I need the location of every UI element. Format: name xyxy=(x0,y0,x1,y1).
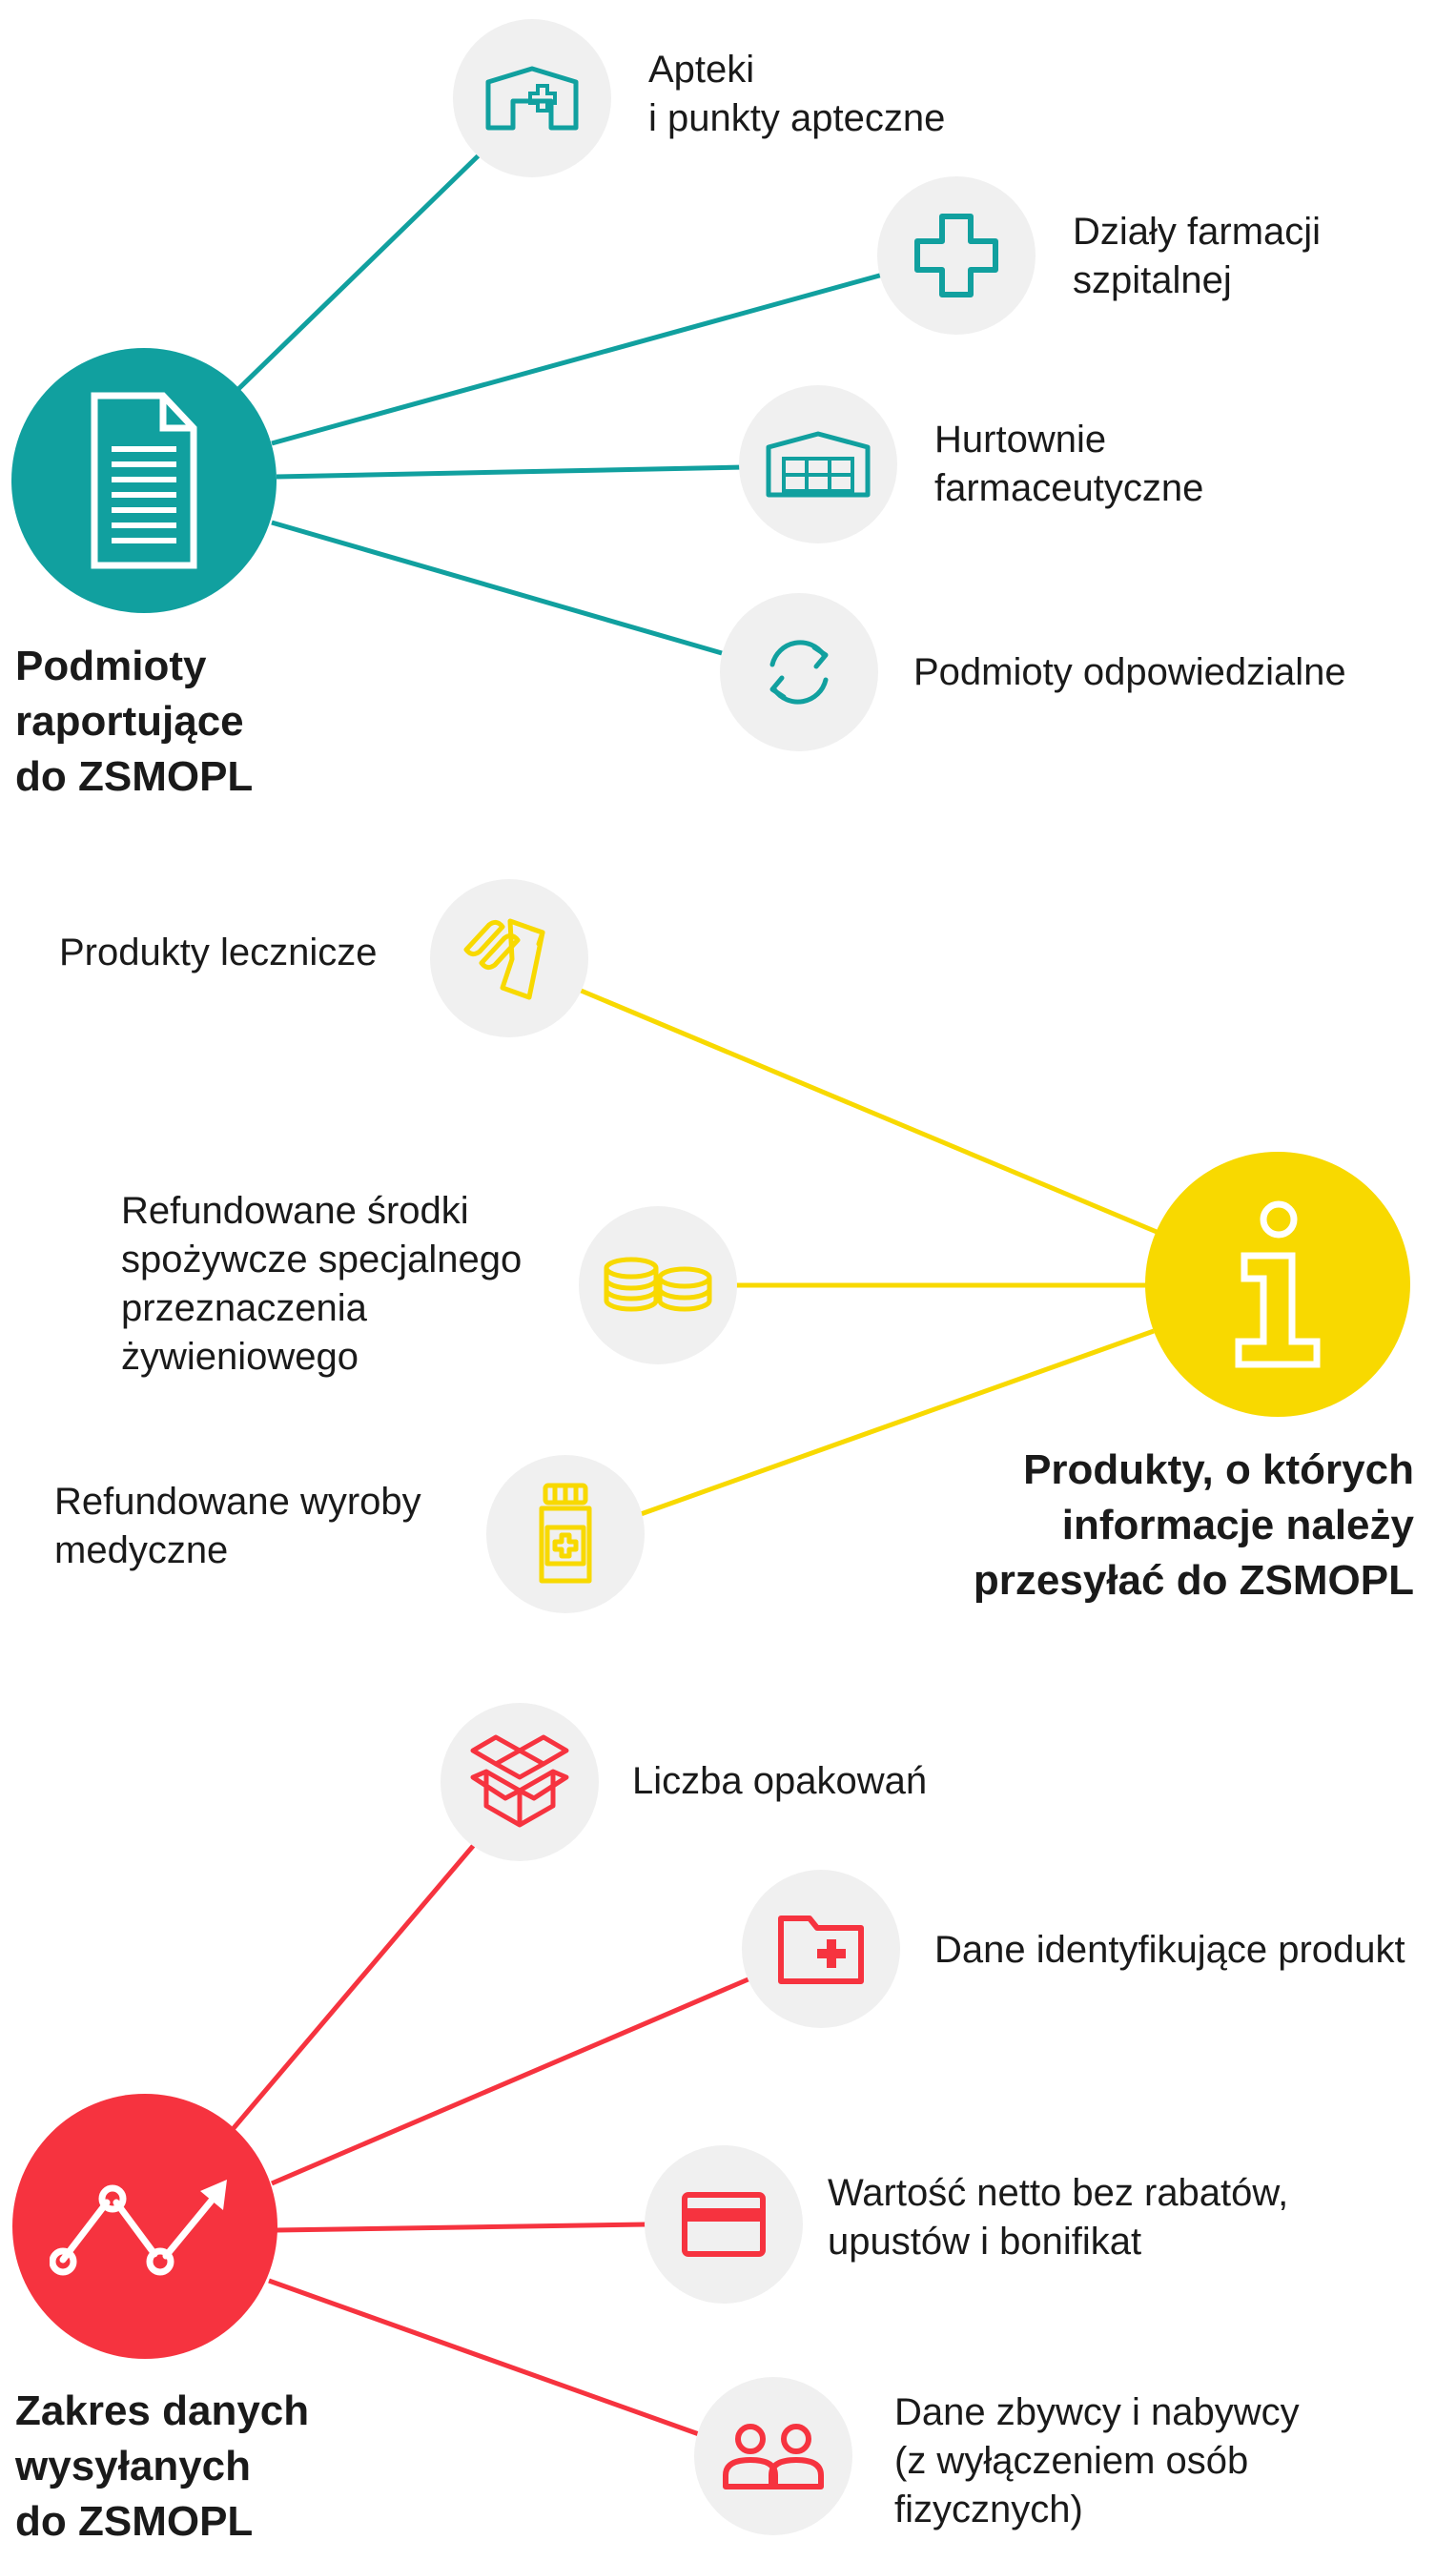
item-wyroby-medyczne xyxy=(486,1455,645,1613)
label-dane-zbywcy: Dane zbywcy i nabywcy (z wyłączeniem osó… xyxy=(894,2391,1300,2530)
connector-dane-identyfikujace xyxy=(271,1976,751,2186)
item-produkty-lecznicze xyxy=(430,879,588,1037)
connector-produkty-lecznicze xyxy=(578,987,1158,1235)
item-podmioty-odpowiedzialne xyxy=(720,593,878,751)
connector-wyroby-medyczne xyxy=(640,1328,1155,1517)
pharmacy-icon xyxy=(485,66,579,131)
refresh-arrows-icon xyxy=(769,640,829,705)
item-hurtownie xyxy=(739,385,897,543)
connector-hurtownie xyxy=(276,464,745,480)
label-dane-identyfikujace: Dane identyfikujące produkt xyxy=(934,1929,1405,1971)
item-srodki-spozywcze xyxy=(579,1206,737,1364)
medical-folder-icon xyxy=(778,1916,864,1984)
cross-icon xyxy=(914,214,998,297)
connector-wartosc-netto xyxy=(276,2222,647,2233)
section-title-products: Produkty, o których informacje należy pr… xyxy=(973,1446,1414,1604)
connector-liczba-opakowan xyxy=(232,1843,476,2130)
data-scope-hub xyxy=(12,2094,277,2359)
label-wartosc-netto: Wartość netto bez rabatów, upustów i bon… xyxy=(828,2172,1289,2263)
label-srodki-spozywcze: Refundowane środki spożywcze specjalnego… xyxy=(121,1190,523,1378)
item-apteki xyxy=(453,19,611,177)
section-title-data-scope: Zakres danych wysyłanych do ZSMOPL xyxy=(15,2387,310,2545)
label-wyroby-medyczne: Refundowane wyroby medyczne xyxy=(54,1481,421,1571)
products-hub xyxy=(1145,1152,1410,1417)
trend-chart-icon xyxy=(50,2180,227,2276)
medicine-bottle-icon xyxy=(539,1483,592,1584)
credit-card-icon xyxy=(682,2192,766,2257)
connector-dzialy xyxy=(271,272,884,446)
info-icon xyxy=(1235,1200,1321,1368)
open-box-icon xyxy=(470,1734,569,1828)
item-liczba-opakowan xyxy=(441,1703,599,1861)
item-dane-zbywcy xyxy=(694,2377,852,2535)
label-produkty-lecznicze: Produkty lecznicze xyxy=(59,932,378,973)
connector-dane-zbywcy xyxy=(268,2278,700,2437)
item-dzialy-farmacji xyxy=(877,176,1036,335)
label-hurtownie: Hurtownie farmaceutyczne xyxy=(934,419,1204,509)
document-icon xyxy=(91,392,197,569)
pills-box-icon xyxy=(463,918,545,1000)
label-apteki: Apteki i punkty apteczne xyxy=(648,49,946,139)
label-podmioty-odpowiedzialne: Podmioty odpowiedzialne xyxy=(913,651,1346,693)
users-icon xyxy=(723,2424,824,2489)
coins-icon xyxy=(604,1257,712,1312)
label-dzialy-farmacji: Działy farmacji szpitalnej xyxy=(1073,211,1322,301)
warehouse-icon xyxy=(766,431,871,498)
connector-podmioty xyxy=(271,520,723,656)
item-wartosc-netto xyxy=(645,2145,803,2304)
label-liczba-opakowan: Liczba opakowań xyxy=(632,1760,928,1802)
item-dane-identyfikujace xyxy=(742,1870,900,2028)
reporting-entities-hub xyxy=(11,348,277,613)
section-title-reporting-entities: Podmioty raportujące do ZSMOPL xyxy=(15,643,254,800)
connector-apteki xyxy=(235,151,483,393)
